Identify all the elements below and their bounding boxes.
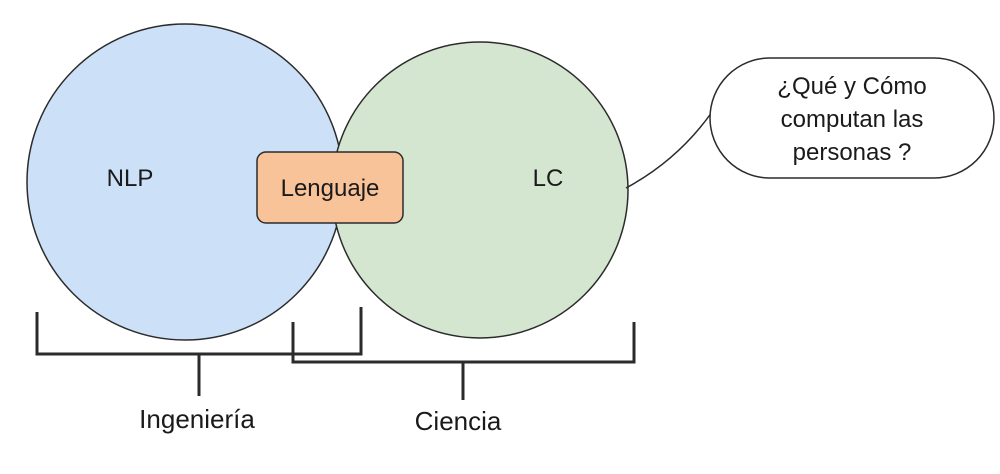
lc-label: LC bbox=[533, 165, 564, 192]
nlp-label: NLP bbox=[107, 165, 154, 192]
speech-bubble-line-3: personas ? bbox=[793, 139, 912, 166]
ciencia-label: Ciencia bbox=[415, 406, 502, 436]
speech-bubble bbox=[709, 57, 995, 179]
lenguaje-label: Lenguaje bbox=[281, 175, 380, 202]
speech-bubble-line-2: computan las bbox=[781, 106, 924, 133]
speech-bubble-line-1: ¿Qué y Cómo bbox=[777, 73, 926, 100]
speech-bubble-connector bbox=[625, 111, 713, 189]
lenguaje-box bbox=[256, 151, 404, 224]
ingenieria-label: Ingeniería bbox=[139, 404, 255, 434]
